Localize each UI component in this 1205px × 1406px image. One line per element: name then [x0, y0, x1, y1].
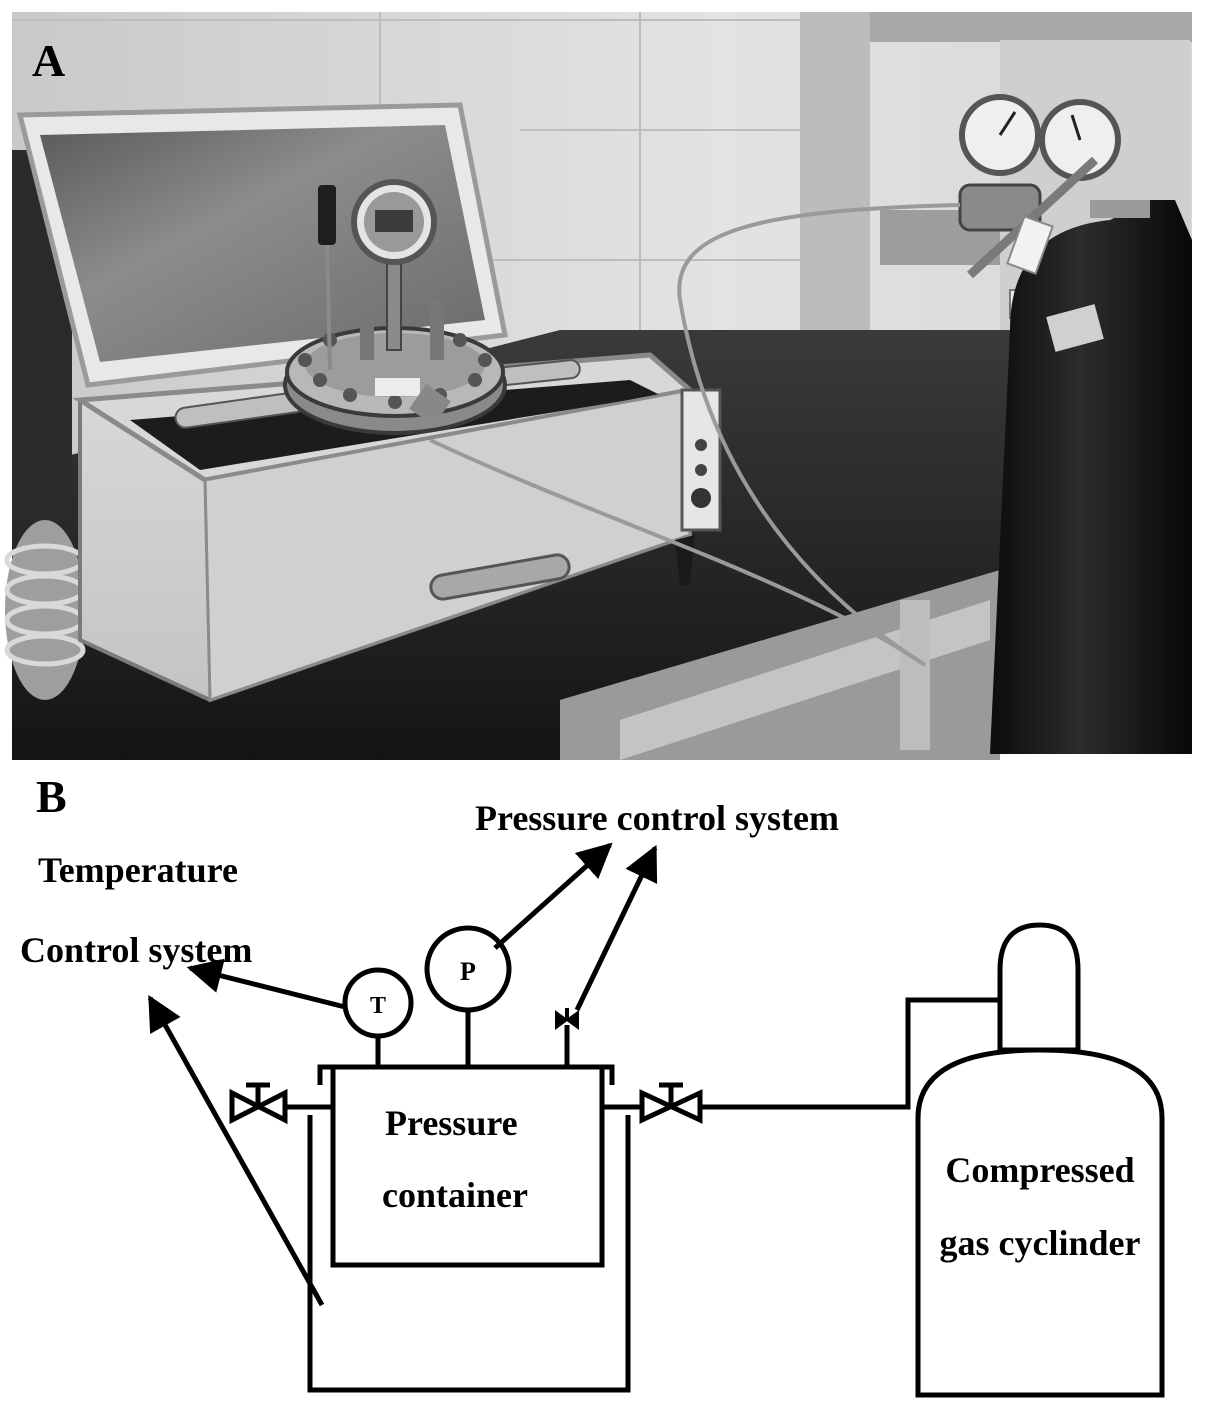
gas-cylinder-photo	[990, 200, 1192, 754]
photo-panel-a: A	[4, 12, 1192, 760]
right-valve-icon	[602, 1082, 703, 1124]
cylinder-label-line2: gas cyclinder	[940, 1223, 1141, 1263]
container-label-line1: Pressure	[385, 1103, 518, 1143]
panel-a-label: A	[32, 35, 65, 86]
panel-b-label: B	[36, 771, 67, 822]
arrow-bath-to-label	[147, 994, 325, 1307]
thermometer-symbol: T	[370, 993, 386, 1019]
left-equipment	[4, 150, 86, 700]
pressure-gauge: P	[424, 925, 512, 1067]
arrow-thermometer-to-label	[186, 958, 346, 1010]
digital-pressure-gauge	[351, 179, 437, 351]
temperature-label-line1: Temperature	[38, 850, 238, 890]
pressure-vessel	[283, 300, 507, 435]
container-label-line2: container	[382, 1175, 528, 1215]
pressure-control-label: Pressure control system	[475, 798, 839, 838]
gas-tubing	[429, 203, 961, 667]
relief-valve-icon	[555, 1008, 579, 1067]
temperature-label-line2: Control system	[20, 930, 252, 970]
water-bath-outline	[307, 1115, 631, 1393]
arrow-pressure-gauge-to-label	[493, 842, 613, 950]
compressed-gas-cylinder: Compressed gas cyclinder	[915, 922, 1165, 1398]
thermometer-probe	[318, 185, 336, 371]
diagram-arrows	[147, 842, 658, 1307]
arrow-relief-valve-to-label	[574, 844, 658, 1012]
pressure-gauge-symbol: P	[460, 957, 476, 986]
gas-regulator	[958, 94, 1150, 279]
water-bath	[16, 102, 722, 703]
left-valve-icon	[229, 1082, 333, 1125]
thermometer-gauge: T	[342, 967, 414, 1067]
pressure-container-outline	[317, 1064, 615, 1268]
gas-supply-line	[700, 997, 1000, 1110]
schematic-panel-b: B Pressure control system Temperature Co…	[20, 771, 1165, 1398]
cylinder-label-line1: Compressed	[945, 1150, 1134, 1190]
